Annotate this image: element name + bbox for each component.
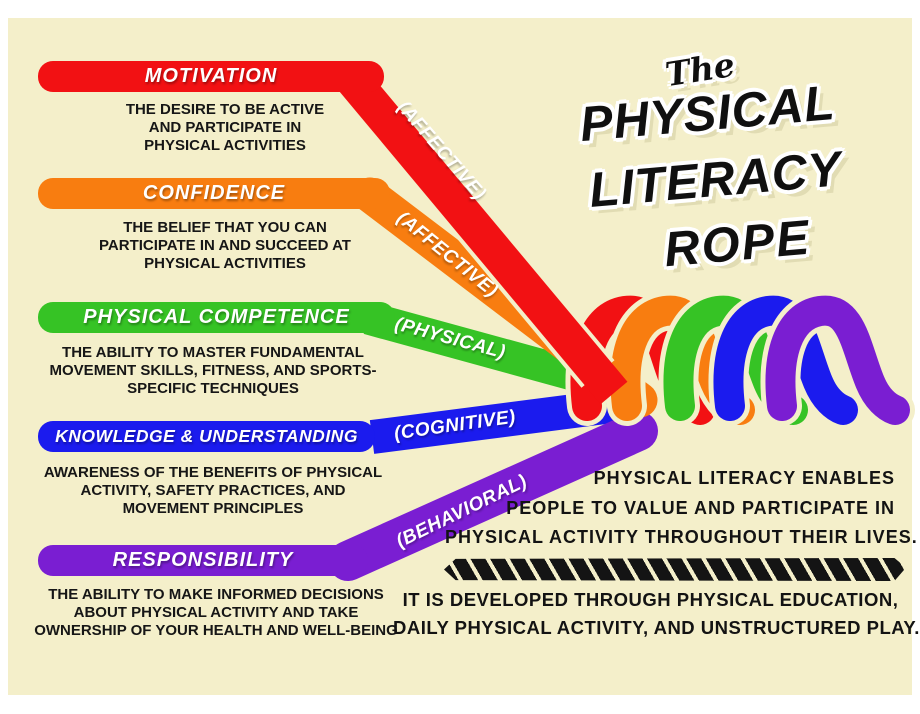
physical-competence-description: THE ABILITY TO MASTER FUNDAMENTAL MOVEME… bbox=[3, 344, 423, 398]
description-line: AWARENESS OF THE BENEFITS OF PHYSICAL bbox=[43, 464, 383, 481]
description-line: SPECIFIC TECHNIQUES bbox=[127, 380, 299, 397]
red-band bbox=[337, 66, 628, 405]
footer-line: PEOPLE TO VALUE AND PARTICIPATE IN bbox=[506, 497, 895, 518]
footer-paragraph-1: PHYSICAL LITERACY ENABLES PEOPLE TO VALU… bbox=[445, 464, 918, 553]
description-line: ABOUT PHYSICAL ACTIVITY AND TAKE bbox=[73, 604, 359, 621]
physical-competence-label: PHYSICAL COMPETENCE bbox=[83, 306, 350, 328]
footer-line: PHYSICAL ACTIVITY THROUGHOUT THEIR LIVES… bbox=[445, 527, 918, 547]
description-line: MOVEMENT PRINCIPLES bbox=[122, 500, 304, 517]
responsibility-description: THE ABILITY TO MAKE INFORMED DECISIONS A… bbox=[6, 586, 426, 640]
knowledge-understanding-pill: KNOWLEDGE & UNDERSTANDING bbox=[38, 421, 375, 452]
footer-line: IT IS DEVELOPED THROUGH PHYSICAL EDUCATI… bbox=[402, 589, 899, 610]
description-line: PHYSICAL ACTIVITIES bbox=[144, 255, 306, 272]
responsibility-pill: RESPONSIBILITY bbox=[38, 545, 368, 576]
description-line: THE BELIEF THAT YOU CAN bbox=[123, 219, 327, 236]
description-line: PARTICIPATE IN AND SUCCEED AT bbox=[99, 237, 351, 254]
knowledge-understanding-description: AWARENESS OF THE BENEFITS OF PHYSICAL AC… bbox=[3, 464, 423, 518]
purple-band bbox=[328, 411, 658, 581]
description-line: THE DESIRE TO BE ACTIVE bbox=[125, 101, 325, 118]
footer-line: DAILY PHYSICAL ACTIVITY, AND UNSTRUCTURE… bbox=[393, 617, 920, 638]
motivation-pill: MOTIVATION bbox=[38, 61, 384, 92]
confidence-description: THE BELIEF THAT YOU CAN PARTICIPATE IN A… bbox=[15, 219, 435, 273]
description-line: THE ABILITY TO MAKE INFORMED DECISIONS bbox=[48, 586, 384, 603]
description-line: OWNERSHIP OF YOUR HEALTH AND WELL-BEING bbox=[34, 622, 398, 639]
footer-paragraph-2: IT IS DEVELOPED THROUGH PHYSICAL EDUCATI… bbox=[393, 586, 920, 642]
physical-competence-pill: PHYSICAL COMPETENCE bbox=[38, 302, 395, 333]
description-line: PHYSICAL ACTIVITIES bbox=[144, 137, 306, 154]
confidence-pill: CONFIDENCE bbox=[38, 178, 390, 209]
description-line: AND PARTICIPATE IN bbox=[148, 119, 302, 136]
rope-divider-icon bbox=[444, 558, 906, 581]
motivation-label: MOTIVATION bbox=[144, 65, 278, 87]
confidence-label: CONFIDENCE bbox=[142, 182, 286, 204]
cognitive-domain-label: (COGNITIVE) bbox=[392, 406, 518, 445]
responsibility-label: RESPONSIBILITY bbox=[112, 549, 294, 571]
description-line: THE ABILITY TO MASTER FUNDAMENTAL bbox=[62, 344, 364, 361]
description-line: MOVEMENT SKILLS, FITNESS, AND SPORTS- bbox=[49, 362, 377, 379]
knowledge-understanding-label: KNOWLEDGE & UNDERSTANDING bbox=[55, 426, 358, 446]
description-line: ACTIVITY, SAFETY PRACTICES, AND bbox=[80, 482, 346, 499]
motivation-description: THE DESIRE TO BE ACTIVE AND PARTICIPATE … bbox=[15, 101, 435, 155]
footer-line: PHYSICAL LITERACY ENABLES bbox=[593, 468, 895, 488]
